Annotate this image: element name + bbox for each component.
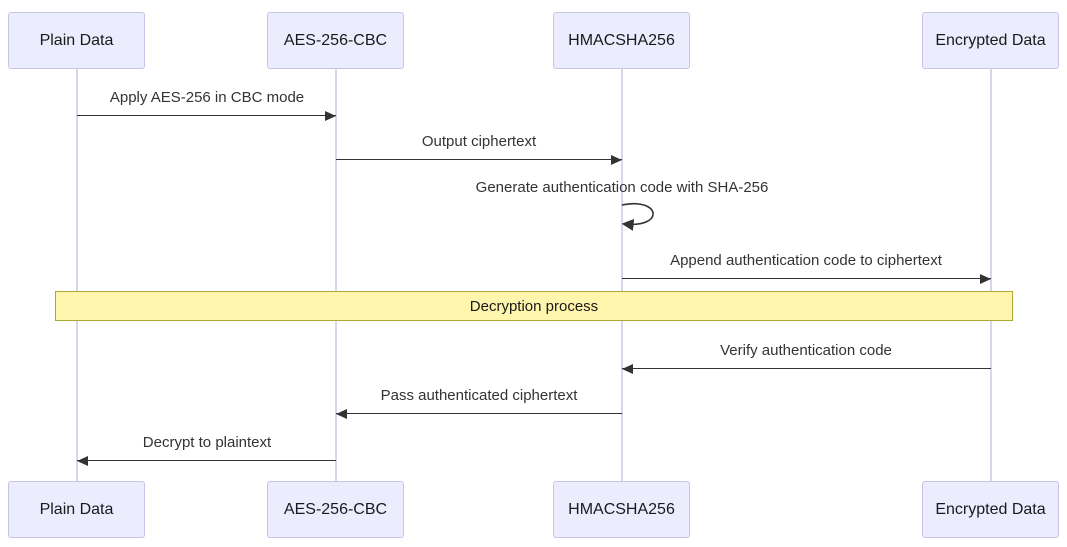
lifeline-plain-data: [76, 69, 78, 481]
lifeline-encrypted-data: [990, 69, 992, 481]
message-label-decrypt-plaintext: Decrypt to plaintext: [142, 434, 272, 451]
actor-top-aes-256-cbc: AES-256-CBC: [267, 12, 404, 69]
arrowhead-right-icon: [980, 274, 991, 284]
actor-label: Encrypted Data: [935, 500, 1046, 518]
self-loop-arrow-icon: [621, 202, 654, 231]
actor-bottom-encrypted-data: Encrypted Data: [922, 481, 1059, 538]
message-arrow-verify-auth-code: [622, 368, 991, 369]
message-arrow-apply-aes: [77, 115, 336, 116]
actor-top-hmacsha256: HMACSHA256: [553, 12, 690, 69]
message-label-verify-auth-code: Verify authentication code: [720, 342, 892, 359]
message-label-apply-aes: Apply AES-256 in CBC mode: [109, 89, 305, 106]
actor-bottom-aes-256-cbc: AES-256-CBC: [267, 481, 404, 538]
actor-label: HMACSHA256: [568, 31, 675, 49]
actor-label: Plain Data: [39, 500, 114, 518]
message-label-pass-ciphertext: Pass authenticated ciphertext: [380, 387, 578, 404]
arrowhead-right-icon: [611, 155, 622, 165]
actor-label: Encrypted Data: [935, 31, 1046, 49]
actor-bottom-hmacsha256: HMACSHA256: [553, 481, 690, 538]
actor-top-encrypted-data: Encrypted Data: [922, 12, 1059, 69]
actor-top-plain-data: Plain Data: [8, 12, 145, 69]
actor-bottom-plain-data: Plain Data: [8, 481, 145, 538]
message-arrow-pass-ciphertext: [336, 413, 622, 414]
actor-label: AES-256-CBC: [283, 31, 388, 49]
lifeline-aes-256-cbc: [335, 69, 337, 481]
actor-label: HMACSHA256: [568, 500, 675, 518]
message-label-output-ciphertext: Output ciphertext: [421, 133, 537, 150]
lifeline-hmacsha256: [621, 69, 623, 481]
message-arrow-output-ciphertext: [336, 159, 622, 160]
actor-label: AES-256-CBC: [283, 500, 388, 518]
arrowhead-left-icon: [336, 409, 347, 419]
message-arrow-decrypt-plaintext: [77, 460, 336, 461]
message-arrow-append-auth-code: [622, 278, 991, 279]
message-label-generate-auth-code: Generate authentication code with SHA-25…: [475, 179, 769, 196]
arrowhead-left-icon: [622, 364, 633, 374]
divider-decryption-process: Decryption process: [55, 291, 1013, 321]
arrowhead-left-icon: [77, 456, 88, 466]
arrowhead-right-icon: [325, 111, 336, 121]
divider-label: Decryption process: [469, 297, 599, 315]
actor-label: Plain Data: [39, 31, 114, 49]
message-label-append-auth-code: Append authentication code to ciphertext: [670, 252, 942, 269]
